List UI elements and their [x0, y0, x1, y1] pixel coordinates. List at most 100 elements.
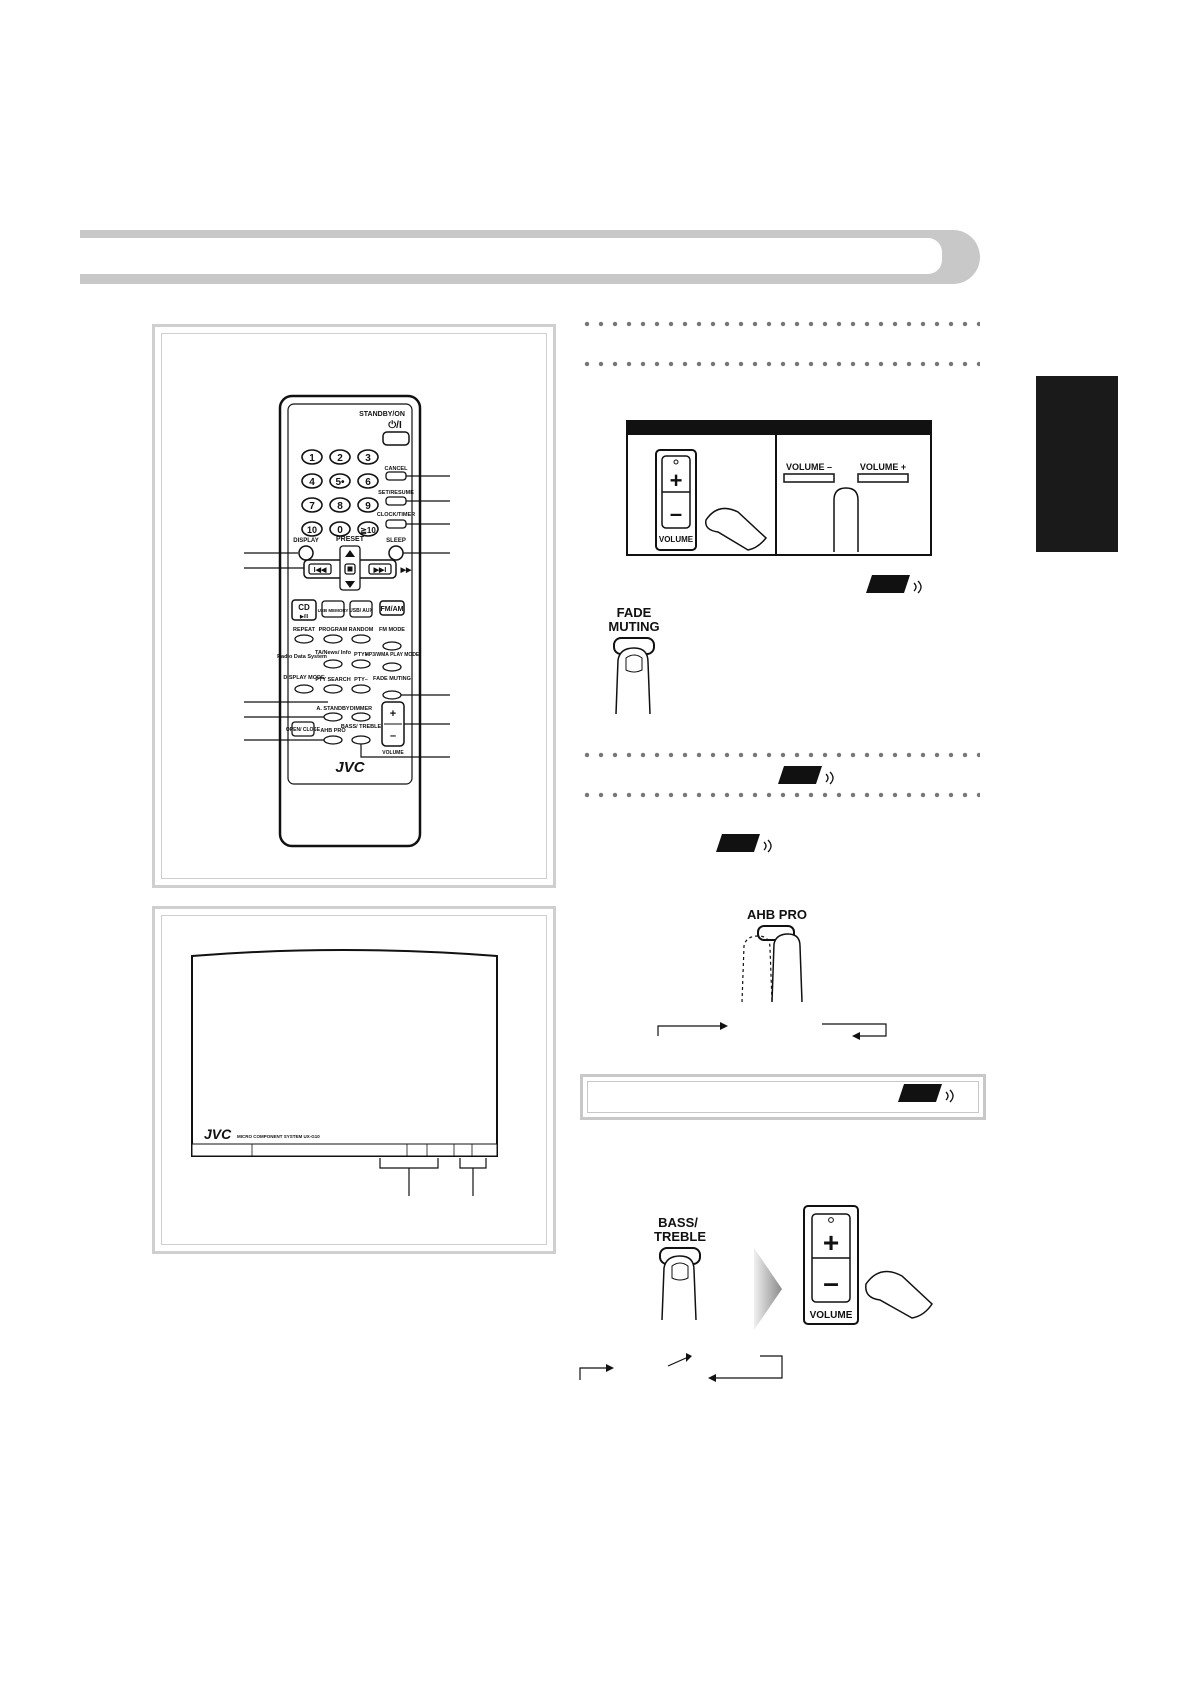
set-resume-button[interactable] [385, 496, 407, 506]
cd-button[interactable] [291, 599, 317, 621]
fade-muting-remote-button[interactable] [382, 690, 402, 700]
num-button[interactable]: 3 [357, 449, 379, 465]
standby-symbol: ⏻/I [388, 419, 402, 431]
preset-up-icon[interactable] [345, 550, 355, 557]
open-close-button[interactable] [291, 721, 315, 737]
cd-play-pause-icon: ▶/II [299, 614, 309, 620]
remote-brand-logo: JVC [335, 759, 365, 776]
svg-text:≧10: ≧10 [360, 526, 376, 535]
pty-plus-label: PTY+ [354, 652, 368, 658]
volume-label: VOLUME [810, 1310, 853, 1321]
repeat-label: REPEAT [293, 627, 316, 633]
pty-search-label: PTY SEARCH [315, 677, 350, 683]
volume-minus-button[interactable] [783, 473, 835, 483]
num-button[interactable]: 8 [329, 497, 351, 513]
svg-text:9: 9 [365, 501, 371, 512]
dotted-rule [580, 361, 980, 367]
display-label: DISPLAY [293, 538, 318, 544]
a-standby-label: A. STANDBY [316, 706, 350, 712]
remote-only-icon [898, 1084, 954, 1103]
unit-brand-logo: JVC [204, 1126, 232, 1142]
program-button[interactable] [323, 634, 343, 644]
dimmer-label: DIMMER [350, 706, 372, 712]
display-mode-label: DISPLAY MODE [283, 675, 325, 681]
mp3-wma-button[interactable] [382, 662, 402, 672]
num-button[interactable]: 5• [329, 473, 351, 489]
repeat-button[interactable] [294, 634, 314, 644]
number-keypad: 1 2 3 4 5• 6 7 8 9 10 0 ≧10 [301, 449, 379, 537]
num-button[interactable]: 10 [301, 521, 323, 537]
pty-search-button[interactable] [323, 684, 343, 694]
usb-aux-button[interactable] [349, 600, 373, 618]
language-side-tab [1036, 376, 1118, 552]
svg-text:7: 7 [309, 501, 315, 512]
num-button[interactable]: 6 [357, 473, 379, 489]
volume-plus-button[interactable] [857, 473, 909, 483]
skip-back-icon: I◀◀ [314, 567, 327, 574]
finger-icon [771, 933, 803, 1003]
standby-button[interactable] [382, 431, 410, 446]
num-button[interactable]: 1 [301, 449, 323, 465]
open-close-label: OPEN/ CLOSE [286, 727, 321, 733]
remote-control-illustration: STANDBY/ON ⏻/I 1 2 3 4 5• 6 7 8 9 10 0 ≧… [244, 394, 450, 848]
set-resume-label: SET/RESUME [378, 490, 414, 496]
volume-plus-icon: + [390, 708, 396, 720]
finger-icon [833, 487, 859, 552]
num-button[interactable]: 9 [357, 497, 379, 513]
skip-forward-icon: ▶▶I [373, 567, 387, 574]
ahb-pro-remote-button[interactable] [323, 735, 343, 745]
display-button[interactable] [298, 545, 314, 561]
svg-text:10: 10 [307, 525, 317, 535]
pty-plus-button[interactable] [351, 659, 371, 669]
bass-treble-remote-button[interactable] [351, 735, 371, 745]
random-label: RANDOM [349, 627, 374, 633]
fade-muting-illustration [613, 637, 655, 715]
ahb-pro-remote-label: AHB PRO [320, 728, 346, 734]
usb-memory-button[interactable] [321, 600, 345, 618]
dotted-rule [580, 321, 980, 327]
ta-news-button[interactable] [323, 659, 343, 669]
skip-back-button[interactable] [308, 563, 332, 575]
a-standby-button[interactable] [323, 712, 343, 722]
bass-treble-remote-label: BASS/ TREBLE [341, 724, 382, 730]
svg-text:5•: 5• [335, 477, 345, 488]
standby-label: STANDBY/ON [359, 411, 405, 418]
num-button[interactable]: ≧10 [357, 521, 379, 537]
volume-adjust-illustration: + – VOLUME VOLUME – VOLUME + [626, 420, 932, 556]
dimmer-button[interactable] [351, 712, 371, 722]
remote-only-icon [778, 766, 834, 785]
ahb-pro-label: AHB PRO [747, 907, 807, 922]
cancel-button[interactable] [385, 471, 407, 481]
num-button[interactable]: 0 [329, 521, 351, 537]
volume-minus-icon: – [390, 730, 396, 742]
bass-treble-label: BASS/ TREBLE [654, 1215, 706, 1244]
bass-treble-cycle-arrows [579, 1353, 783, 1382]
dotted-rule [580, 752, 980, 758]
bass-treble-volume-illustration: + – VOLUME [803, 1205, 933, 1325]
skip-forward-button[interactable] [368, 563, 392, 575]
num-button[interactable]: 4 [301, 473, 323, 489]
volume-plus-icon: + [670, 468, 683, 493]
usb-memory-label: USB MEMORY [318, 608, 349, 613]
cd-label: CD [298, 603, 310, 612]
random-button[interactable] [351, 634, 371, 644]
preset-down-icon[interactable] [345, 581, 355, 588]
usb-aux-label: USB/ AUX [349, 608, 373, 614]
num-button[interactable]: 7 [301, 497, 323, 513]
program-label: PROGRAM [319, 627, 348, 633]
display-mode-button[interactable] [294, 684, 314, 694]
pty-minus-button[interactable] [351, 684, 371, 694]
unit-model-text: MICRO COMPONENT SYSTEM UX-G10 [237, 1134, 320, 1139]
dotted-rule [580, 792, 980, 798]
volume-minus-icon: – [670, 501, 682, 526]
sleep-button[interactable] [388, 545, 404, 561]
finger-icon [705, 507, 768, 551]
svg-text:3: 3 [365, 453, 371, 464]
fm-mode-button[interactable] [382, 641, 402, 651]
fade-muting-label: FADE MUTING [608, 605, 660, 634]
clock-timer-button[interactable] [385, 519, 407, 529]
svg-text:0: 0 [337, 525, 343, 536]
fm-am-button[interactable] [379, 600, 405, 616]
fm-mode-label: FM MODE [379, 627, 405, 633]
num-button[interactable]: 2 [329, 449, 351, 465]
